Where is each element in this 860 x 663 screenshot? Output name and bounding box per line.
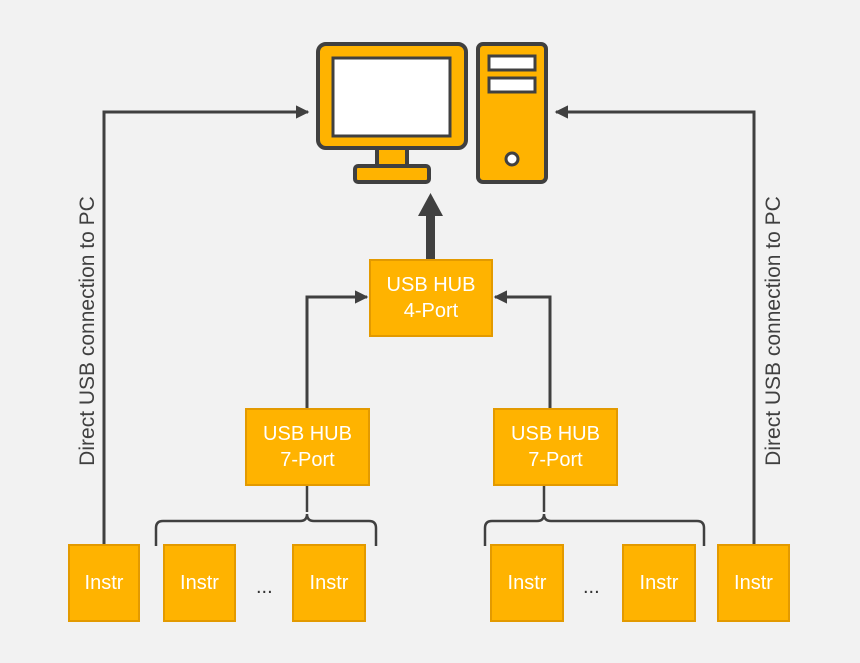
left-direct-connection (102, 105, 310, 544)
instrument-left-hub-first: Instr (163, 544, 236, 622)
instrument-label: Instr (180, 572, 219, 594)
instrument-label: Instr (309, 572, 349, 594)
usb-hub-7-port-left: USB HUB 7-Port (245, 408, 370, 486)
instrument-label: Instr (507, 572, 547, 594)
right-instrument-brace (483, 485, 706, 546)
hub-name: USB HUB (511, 423, 600, 445)
instrument-right-hub-first: Instr (490, 544, 564, 622)
usb-hub-7-port-right: USB HUB 7-Port (493, 408, 618, 486)
left-hub-to-main-connection (305, 290, 369, 408)
hub-port-count: 4-Port (403, 300, 459, 322)
pc-tower-icon (476, 42, 548, 184)
right-hub-to-main-connection (493, 290, 552, 408)
hub-port-count: 7-Port (528, 449, 583, 471)
instrument-label: Instr (639, 572, 679, 594)
instrument-label: Instr (734, 572, 773, 594)
instrument-label: Instr (84, 572, 124, 594)
monitor-icon (316, 42, 468, 184)
instrument-direct-left: Instr (68, 544, 140, 622)
hub-name: USB HUB (263, 423, 352, 445)
ellipsis-left: ... (256, 576, 273, 598)
instrument-right-hub-last: Instr (622, 544, 696, 622)
usb-hub-4-port: USB HUB 4-Port (369, 259, 493, 337)
hub-to-pc-arrow (418, 193, 443, 260)
instrument-left-hub-last: Instr (292, 544, 366, 622)
left-instrument-brace (154, 485, 378, 546)
ellipsis-right: ... (583, 576, 600, 598)
right-direct-connection (554, 105, 756, 544)
left-connection-label: Direct USB connection to PC (76, 196, 99, 466)
right-connection-label: Direct USB connection to PC (762, 196, 785, 466)
hub-port-count: 7-Port (280, 449, 335, 471)
instrument-direct-right: Instr (717, 544, 790, 622)
hub-name: USB HUB (386, 274, 476, 296)
